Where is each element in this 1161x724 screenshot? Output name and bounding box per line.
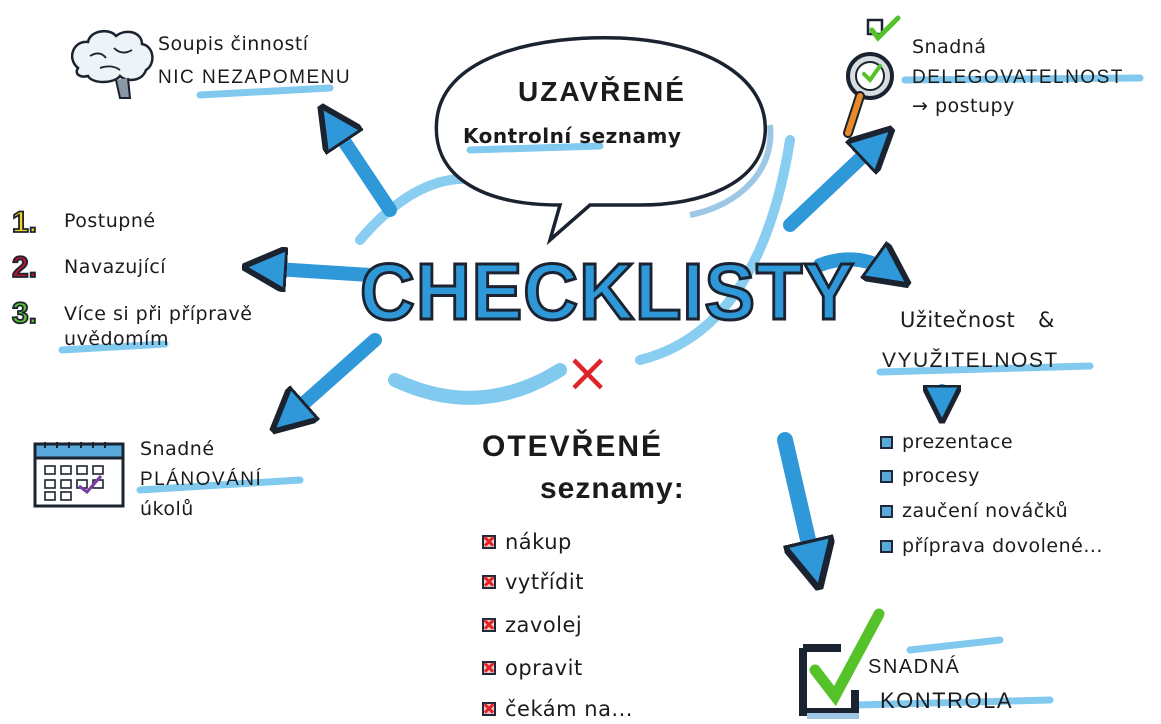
bubble-subtitle: Kontrolní seznamy bbox=[463, 124, 682, 148]
bottom-right-line2: KONTROLA bbox=[880, 688, 1014, 713]
calendar-icon bbox=[33, 442, 125, 508]
checkbox-icon bbox=[880, 469, 893, 483]
right-amp: & bbox=[1038, 308, 1055, 332]
arrows bbox=[260, 120, 942, 570]
arrow-top-left bbox=[330, 120, 397, 217]
crossed-box-icon bbox=[482, 535, 496, 549]
arrow-bottom-left bbox=[285, 333, 382, 420]
badge-2: 2. bbox=[12, 251, 37, 284]
arrow-down bbox=[777, 432, 815, 570]
bottom-left-line3: úkolů bbox=[140, 498, 194, 520]
brain-icon bbox=[70, 29, 154, 99]
bottom-left-line2: PLÁNOVÁNÍ bbox=[140, 469, 263, 490]
left-item-3: Více si při přípravě bbox=[64, 303, 253, 325]
red-cross-icon: × bbox=[565, 341, 611, 404]
right-list-item: příprava dovolené... bbox=[880, 535, 1103, 557]
bottom-left-line1: Snadné bbox=[140, 438, 215, 460]
badge-3: 3. bbox=[12, 297, 37, 330]
checkbox-icon bbox=[880, 504, 893, 518]
crossed-box-icon bbox=[482, 661, 496, 675]
open-lists-title: OTEVŘENÉ bbox=[482, 430, 664, 463]
bottom-right-line1: SNADNÁ bbox=[868, 656, 961, 678]
right-list-item: prezentace bbox=[880, 431, 1013, 453]
arrow-top-right bbox=[783, 140, 880, 232]
open-list-item: nákup bbox=[482, 530, 572, 554]
right-line1: Užitečnost bbox=[900, 308, 1016, 332]
open-list-item: vytřídit bbox=[482, 570, 584, 594]
highlights bbox=[58, 74, 1144, 709]
left-item-2: Navazující bbox=[64, 256, 167, 278]
right-list-item: procesy bbox=[880, 465, 980, 487]
right-line2: VYUŽITELNOST bbox=[882, 349, 1059, 372]
magnifier-check-icon bbox=[843, 15, 901, 138]
top-right-line2: DELEGOVATELNOST bbox=[912, 67, 1124, 88]
open-list-item: opravit bbox=[482, 656, 583, 680]
checkbox-icon bbox=[880, 435, 893, 449]
speech-bubble bbox=[434, 35, 774, 246]
top-left-line1: Soupis činností bbox=[158, 33, 309, 55]
center-title: CHECKLISTY bbox=[359, 247, 856, 336]
badge-1: 1. bbox=[12, 206, 37, 239]
open-lists-subtitle: seznamy: bbox=[540, 472, 685, 505]
open-list-item: čekám na... bbox=[482, 697, 633, 721]
right-list-item: zaučení nováčků bbox=[880, 500, 1068, 522]
left-item-3-cont: uvědomím bbox=[64, 328, 169, 350]
checkbox-icon bbox=[880, 539, 893, 553]
arrow-right bbox=[813, 259, 895, 275]
crossed-box-icon bbox=[482, 575, 496, 589]
open-list-item: zavolej bbox=[482, 613, 582, 637]
checkbox-check-icon bbox=[799, 608, 885, 719]
top-right-line1: Snadná bbox=[912, 36, 987, 58]
bubble-title: UZAVŘENÉ bbox=[518, 76, 686, 107]
arrow-left bbox=[260, 268, 377, 275]
crossed-box-icon bbox=[482, 702, 496, 716]
left-item-1: Postupné bbox=[64, 210, 156, 232]
top-left-line2: NIC NEZAPOMENU bbox=[158, 67, 352, 88]
number-badges: 1. 2. 3. bbox=[11, 205, 38, 331]
top-right-line3: → postupy bbox=[912, 95, 1015, 117]
crossed-box-icon bbox=[482, 618, 496, 632]
